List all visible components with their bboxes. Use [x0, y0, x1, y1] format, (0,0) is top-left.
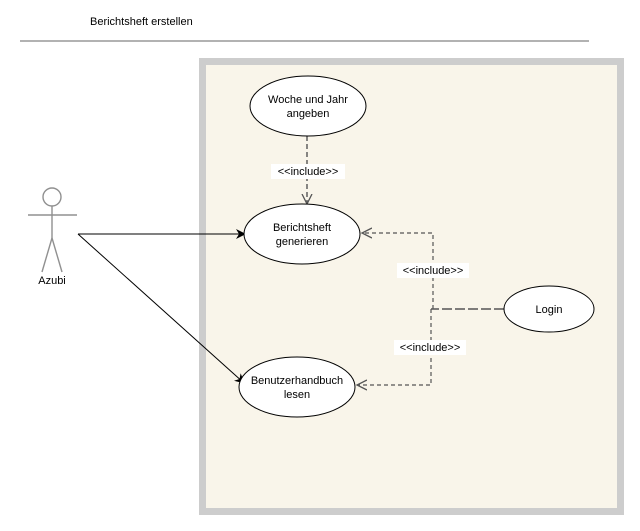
actor-azubi[interactable]: Azubi [28, 187, 77, 287]
use-case-benutzer-label-1: Benutzerhandbuch [251, 375, 343, 387]
use-case-woche-und-jahr[interactable]: Woche und Jahr angeben [249, 75, 367, 137]
use-case-bericht-label-2: generieren [276, 236, 329, 248]
actor-left-leg [41, 237, 53, 273]
use-case-bericht-label-1: Berichtsheft [273, 222, 331, 234]
use-case-benutzer-ellipse [238, 356, 356, 418]
actor-head [42, 187, 62, 207]
association-azubi-benutzer [77, 233, 245, 384]
actor-label: Azubi [38, 275, 66, 287]
use-case-berichtsheft[interactable]: Berichtsheft generieren [243, 203, 361, 265]
use-case-login-ellipse [503, 285, 595, 333]
use-case-woche-label-1: Woche und Jahr [268, 94, 348, 106]
actor-right-leg [51, 237, 63, 273]
include-label-bg-top [271, 164, 345, 179]
diagram-title: Berichtsheft erstellen [90, 16, 193, 28]
include-label-login-benutzer: <<include>> [400, 342, 461, 354]
use-case-benutzerhandbuch[interactable]: Benutzerhandbuch lesen [238, 356, 356, 418]
include-label-bg-bericht [397, 263, 469, 278]
use-case-benutzer-label-2: lesen [284, 389, 310, 401]
include-label-login-bericht: <<include>> [403, 265, 464, 277]
use-case-woche-label-2: angeben [287, 108, 330, 120]
use-case-bericht-ellipse [243, 203, 361, 265]
use-case-woche-ellipse [249, 75, 367, 137]
include-label-bg-benutzer [394, 340, 466, 355]
include-label-top: <<include>> [278, 166, 339, 178]
use-case-login-label: Login [536, 304, 563, 316]
use-case-login[interactable]: Login [503, 285, 595, 333]
